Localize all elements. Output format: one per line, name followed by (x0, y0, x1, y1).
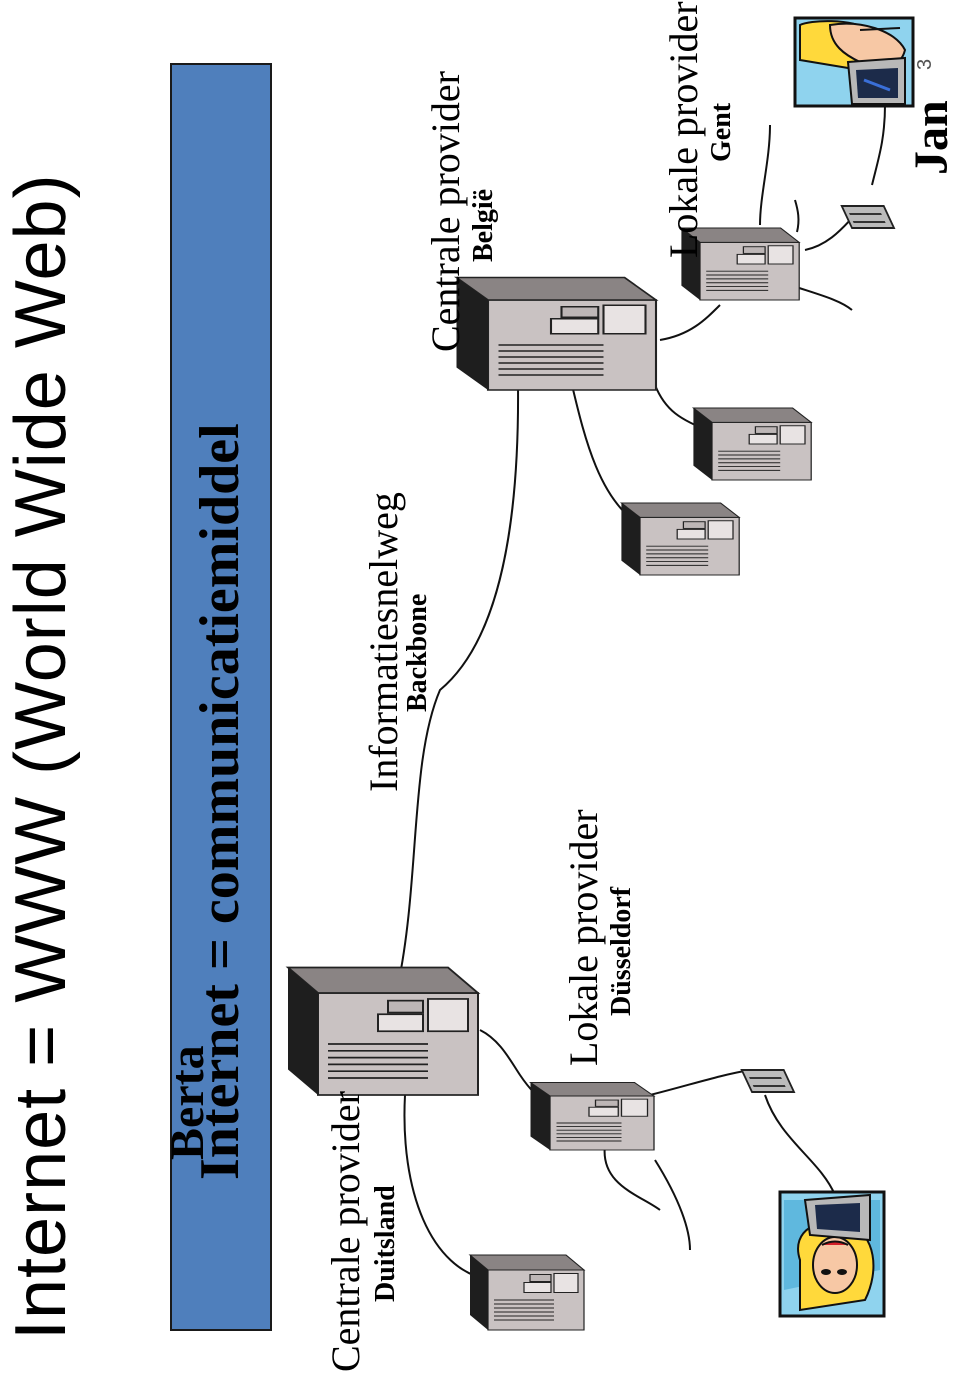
server-duitsland-client-icon (469, 1254, 585, 1331)
link-central-de-server (403, 1094, 491, 1281)
page-number: 3 (914, 58, 936, 70)
cord-local-de-a (603, 1144, 661, 1211)
label-central-duitsland: Centrale provider (323, 1091, 368, 1372)
link-modem-berta (764, 1094, 836, 1196)
label-central-belgie-sub: België (468, 188, 499, 262)
server-central-belgie-icon (455, 276, 658, 392)
server-belgie-client-a-icon (620, 502, 740, 576)
label-local-gent: Lokale provider (661, 1, 706, 258)
person-jan: Jan (905, 100, 958, 175)
link-central-be-local (659, 304, 721, 341)
man-at-computer-icon (793, 16, 915, 108)
label-central-duitsland-sub: Duitsland (370, 1185, 401, 1302)
label-local-gent-sub: Gent (706, 102, 737, 162)
modem-jan-icon (840, 205, 895, 229)
server-belgie-client-b-icon (692, 407, 812, 481)
cord-local-be-c (794, 199, 800, 233)
server-central-duitsland-icon (287, 966, 479, 1096)
server-local-dusseldorf-icon (529, 1081, 655, 1151)
cord-local-de-b (654, 1159, 691, 1251)
slide-title: Internet = WWW (World Wide Web) (1, 173, 81, 1340)
modem-berta-icon (740, 1069, 795, 1093)
label-backbone: Informatiesnelweg (361, 492, 406, 792)
link-local-de-modem (649, 1069, 751, 1096)
backbone-line (397, 384, 520, 986)
label-backbone-sub: Backbone (402, 593, 433, 712)
link-modem-jan (871, 104, 886, 186)
cord-local-be-a (759, 124, 771, 226)
label-central-belgie: Centrale provider (423, 71, 468, 352)
person-berta: Berta (161, 1045, 214, 1160)
label-local-dusseldorf-sub: Düsseldorf (606, 886, 637, 1016)
woman-at-computer-icon (778, 1190, 886, 1318)
label-local-dusseldorf: Lokale provider (561, 809, 606, 1066)
banner (170, 63, 272, 1331)
